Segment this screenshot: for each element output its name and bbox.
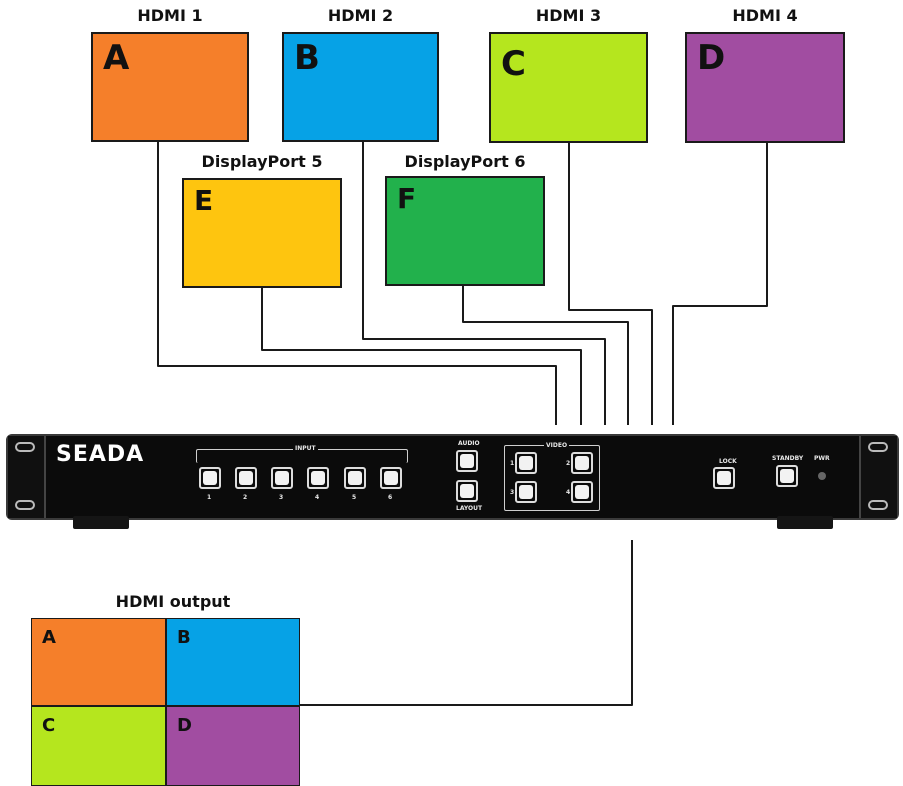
source-label-hdmi-1: HDMI 1 [137,6,203,25]
input-number-5: 5 [352,494,357,501]
quadrant-letter: D [177,715,192,736]
input-number-1: 1 [207,494,212,501]
wire-displayport-6 [462,286,629,425]
quadrant-letter: B [177,627,191,648]
source-label-hdmi-3: HDMI 3 [535,6,602,25]
input-button-4[interactable] [307,467,329,489]
source-screen-d: D [685,32,845,143]
source-screen-c: C [489,32,648,143]
standby-button[interactable] [776,465,798,487]
wire-hdmi-2 [362,142,606,425]
input-number-3: 3 [279,494,284,501]
video-group-label: VIDEO [544,442,570,449]
layout-button[interactable] [456,480,478,502]
source-screen-f: F [385,176,545,286]
input-button-3[interactable] [271,467,293,489]
rack-ear-left [8,436,46,518]
input-number-6: 6 [388,494,393,501]
wire-displayport-5 [261,288,582,425]
source-label-displayport-5: DisplayPort 5 [201,152,323,171]
wire-output [300,540,633,706]
screen-letter: D [697,38,726,78]
input-number-2: 2 [243,494,248,501]
output-quadrant-c: C [31,706,166,786]
audio-button[interactable] [456,450,478,472]
input-button-2[interactable] [235,467,257,489]
source-screen-b: B [282,32,439,142]
wire-hdmi-1 [157,142,557,425]
source-screen-e: E [182,178,342,288]
output-quadrant-d: D [166,706,300,786]
quadrant-letter: C [42,715,56,736]
input-button-1[interactable] [199,467,221,489]
power-indicator-led [818,472,826,480]
rack-slot [868,500,888,510]
rack-ear-right [859,436,897,518]
pwr-label: PWR [814,455,830,462]
rack-slot [15,500,35,510]
source-label-hdmi-2: HDMI 2 [327,6,394,25]
input-button-5[interactable] [344,467,366,489]
screen-letter: A [103,38,130,78]
audio-label: AUDIO [458,440,480,447]
video-number-3: 3 [510,489,515,496]
video-number-1: 1 [510,460,515,467]
wire-hdmi-4 [672,143,768,425]
video-button-2[interactable] [571,452,593,474]
device-foot-left [73,516,129,529]
screen-letter: F [397,182,417,215]
lock-label: LOCK [719,458,737,465]
wire-hdmi-3 [568,143,653,425]
screen-letter: C [501,44,526,84]
input-group-label: INPUT [293,445,318,452]
quadrant-letter: A [42,627,56,648]
video-number-2: 2 [566,460,571,467]
lock-button[interactable] [713,467,735,489]
source-label-displayport-6: DisplayPort 6 [404,152,526,171]
video-button-1[interactable] [515,452,537,474]
source-screen-a: A [91,32,249,142]
source-label-hdmi-4: HDMI 4 [732,6,798,25]
input-number-4: 4 [315,494,320,501]
screen-letter: E [194,184,214,217]
output-quadrant-b: B [166,618,300,706]
brand-logo: SEADA [56,442,145,467]
layout-label: LAYOUT [456,505,483,512]
output-quadrant-a: A [31,618,166,706]
video-button-4[interactable] [571,481,593,503]
video-button-3[interactable] [515,481,537,503]
standby-label: STANDBY [772,455,804,462]
rack-slot [868,442,888,452]
screen-letter: B [294,38,320,78]
device-foot-right [777,516,833,529]
rack-slot [15,442,35,452]
input-button-6[interactable] [380,467,402,489]
video-number-4: 4 [566,489,571,496]
multiviewer-device: SEADA INPUT 1 2 3 4 5 6 AUDIO LAYOUT VID… [6,434,899,520]
output-label: HDMI output [115,592,231,611]
